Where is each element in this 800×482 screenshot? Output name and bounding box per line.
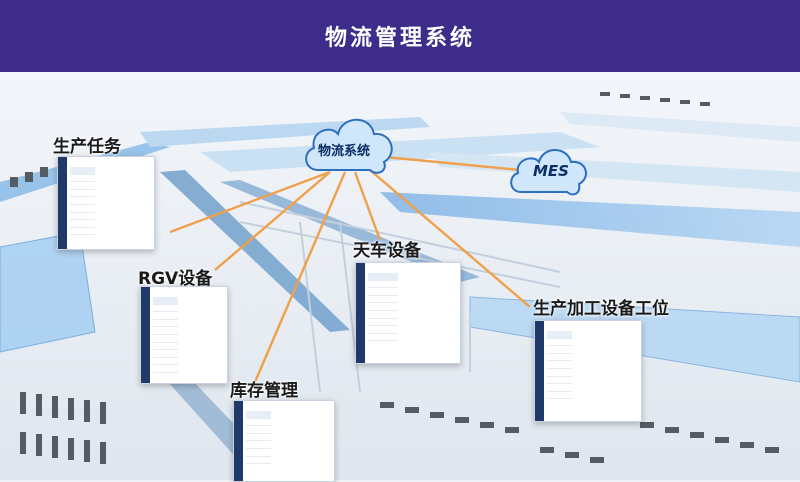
mes-cloud-icon — [510, 149, 587, 196]
processing-panel — [534, 320, 642, 422]
panel-table — [368, 273, 399, 342]
label-rgv: RGV设备 — [138, 269, 213, 289]
panel-table — [70, 167, 96, 236]
factory-illustration — [0, 72, 800, 480]
crane-panel — [355, 262, 461, 364]
panel-table — [246, 411, 272, 465]
panel-table — [547, 331, 573, 400]
page-title: 物流管理系统 — [324, 26, 475, 51]
cloud-icon — [305, 118, 393, 174]
cloud-label: 物流系统 — [318, 144, 371, 159]
inventory-panel — [233, 400, 335, 482]
label-processing: 生产加工设备工位 — [533, 299, 669, 319]
production-task-panel — [57, 156, 155, 250]
label-inventory: 库存管理 — [230, 381, 298, 401]
label-crane: 天车设备 — [353, 241, 421, 261]
panel-table — [153, 297, 179, 373]
header-bar: 物流管理系统 — [0, 0, 800, 72]
factory-scene: 物流系统 MES 生产任务 RGV设备 天车设备 生产加工设备工位 库存管理 — [0, 72, 800, 482]
rgv-panel — [140, 286, 228, 384]
label-production-task: 生产任务 — [53, 137, 121, 157]
mes-label: MES — [533, 162, 569, 180]
